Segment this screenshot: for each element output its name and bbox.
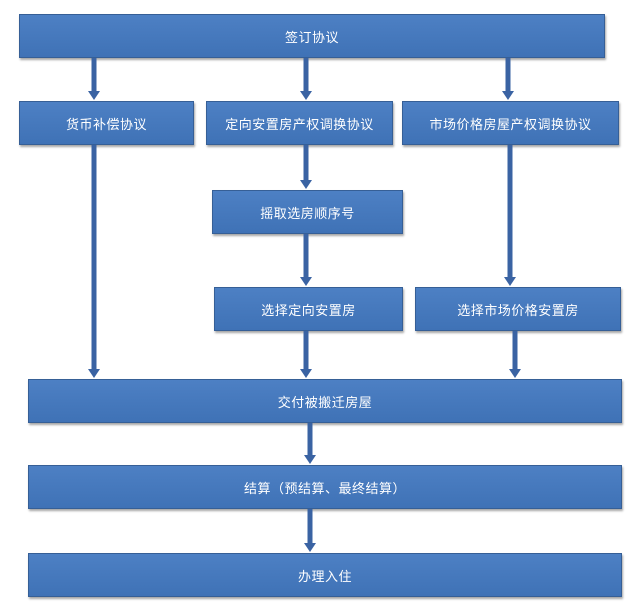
draw-order-number-box: 摇取选房顺序号 bbox=[212, 190, 403, 234]
deliver-house-box: 交付被搬迁房屋 bbox=[28, 379, 622, 423]
choose-market-housing-label: 选择市场价格安置房 bbox=[457, 303, 579, 319]
monetary-compensation-label: 货币补偿协议 bbox=[65, 117, 147, 133]
choose-market-housing-box: 选择市场价格安置房 bbox=[415, 287, 621, 331]
choose-directed-housing-box: 选择定向安置房 bbox=[214, 287, 403, 331]
arrowhead-choose-directed-to-deliver bbox=[300, 369, 312, 378]
monetary-compensation-box: 货币补偿协议 bbox=[19, 101, 194, 145]
market-price-exchange-box: 市场价格房屋产权调换协议 bbox=[402, 101, 619, 145]
arrowhead-monetary-to-deliver bbox=[88, 369, 100, 378]
draw-order-number-label: 摇取选房顺序号 bbox=[260, 206, 355, 222]
arrowhead-sign-to-monetary bbox=[88, 91, 100, 100]
arrowhead-choose-market-to-deliver bbox=[509, 369, 521, 378]
directed-resettlement-label: 定向安置房产权调换协议 bbox=[225, 117, 374, 133]
market-price-exchange-label: 市场价格房屋产权调换协议 bbox=[429, 117, 592, 133]
arrowhead-market-to-choose-market bbox=[504, 277, 516, 286]
arrowhead-sign-to-directed bbox=[300, 91, 312, 100]
sign-agreement-box: 签订协议 bbox=[19, 14, 605, 58]
arrowhead-deliver-to-settlement bbox=[304, 455, 316, 464]
deliver-house-label: 交付被搬迁房屋 bbox=[277, 395, 373, 411]
move-in-label: 办理入住 bbox=[297, 569, 352, 585]
arrowhead-sign-to-market bbox=[502, 91, 514, 100]
sign-agreement-label: 签订协议 bbox=[284, 30, 339, 46]
directed-resettlement-box: 定向安置房产权调换协议 bbox=[206, 101, 393, 145]
move-in-box: 办理入住 bbox=[28, 553, 622, 597]
arrowhead-draw-to-choose-directed bbox=[300, 277, 312, 286]
arrowhead-settlement-to-movein bbox=[304, 543, 316, 552]
arrowhead-directed-to-draw bbox=[300, 180, 312, 189]
settlement-box: 结算（预结算、最终结算） bbox=[28, 465, 622, 509]
choose-directed-housing-label: 选择定向安置房 bbox=[261, 303, 356, 319]
settlement-label: 结算（预结算、最终结算） bbox=[243, 481, 406, 497]
